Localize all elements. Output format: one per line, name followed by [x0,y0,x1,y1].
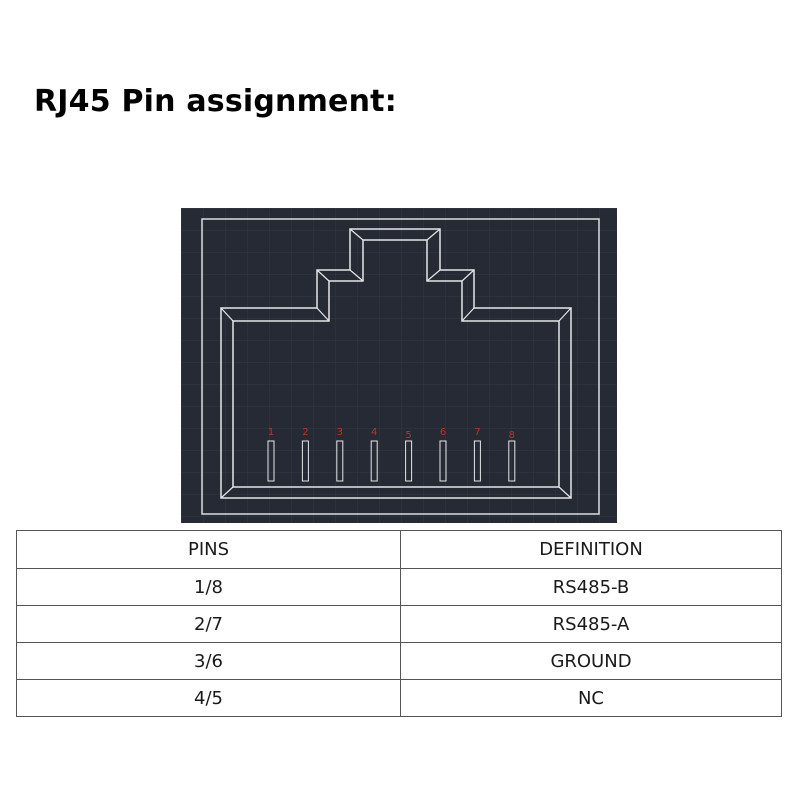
cell-definition: RS485-A [400,605,782,643]
pin-label-7: 7 [474,427,480,438]
cell-pins: 4/5 [16,679,401,717]
cell-pins: 1/8 [16,568,401,606]
pin-label-2: 2 [302,427,308,438]
pin-label-3: 3 [337,427,343,438]
contact-pin-8 [508,440,516,482]
table-row: 4/5 NC [16,679,782,717]
pin-label-1: 1 [268,427,274,438]
contact-pin-7 [473,440,481,482]
rj45-connector-diagram: 1 2 3 4 5 6 7 8 [181,208,617,523]
socket-bevel-lines [220,228,572,499]
table-row: 2/7 RS485-A [16,605,782,643]
contact-pins: 1 2 3 4 5 6 7 8 [267,427,516,482]
cell-pins: 3/6 [16,642,401,680]
pin-label-5: 5 [405,430,411,441]
cell-pins: 2/7 [16,605,401,643]
contact-pin-4 [370,440,378,482]
table-row: 3/6 GROUND [16,642,782,680]
header-pins: PINS [16,530,401,569]
pin-label-6: 6 [440,427,446,438]
pin-label-4: 4 [371,427,377,438]
table-header-row: PINS DEFINITION [16,530,782,569]
connector-outer-frame [201,218,600,515]
cell-definition: RS485-B [400,568,782,606]
contact-pin-1 [267,440,275,482]
header-definition: DEFINITION [400,530,782,569]
contact-pin-3 [336,440,344,482]
contact-pin-2 [301,440,309,482]
page-title: RJ45 Pin assignment: [34,84,397,119]
contact-pin-6 [439,440,447,482]
pin-label-8: 8 [509,430,515,441]
rj45-connector-drawing: 1 2 3 4 5 6 7 8 [181,208,617,523]
cell-definition: NC [400,679,782,717]
contact-pin-5 [405,440,413,482]
pin-assignment-table: PINS DEFINITION 1/8 RS485-B 2/7 RS485-A … [16,530,782,717]
table-row: 1/8 RS485-B [16,568,782,606]
cell-definition: GROUND [400,642,782,680]
grid-background [181,208,617,523]
